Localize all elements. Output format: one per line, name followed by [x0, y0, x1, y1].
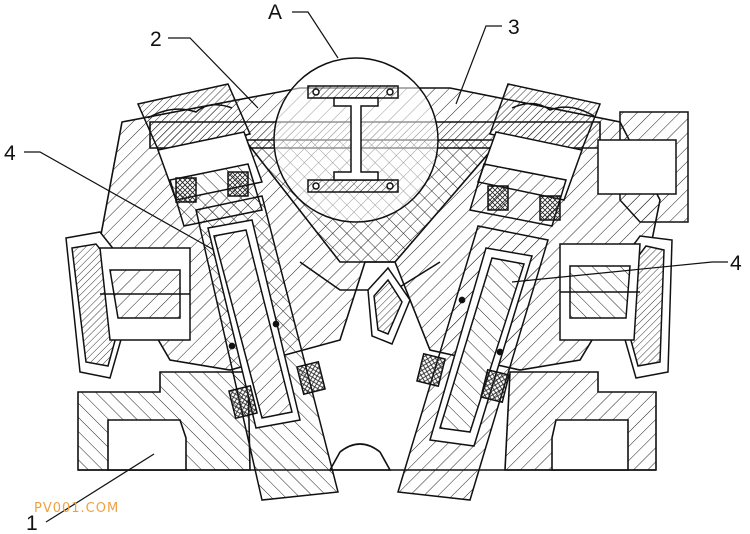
- left-piston-assembly: [136, 83, 339, 501]
- right-piston-assembly: [367, 83, 602, 501]
- callout-label-4-right: 4: [730, 252, 742, 275]
- callout-label-3: 3: [508, 16, 520, 39]
- detail-circle-a: [273, 57, 439, 223]
- left-side-module: [65, 231, 191, 379]
- leader-lines: [24, 11, 728, 523]
- watermark-text: PV001.COM: [34, 501, 119, 516]
- callout-label-1: 1: [26, 512, 38, 534]
- base-part: [77, 371, 657, 471]
- callout-label-a: A: [268, 1, 282, 24]
- callout-label-2: 2: [150, 28, 162, 51]
- callout-label-4-left: 4: [4, 142, 16, 165]
- right-side-module: [559, 111, 689, 379]
